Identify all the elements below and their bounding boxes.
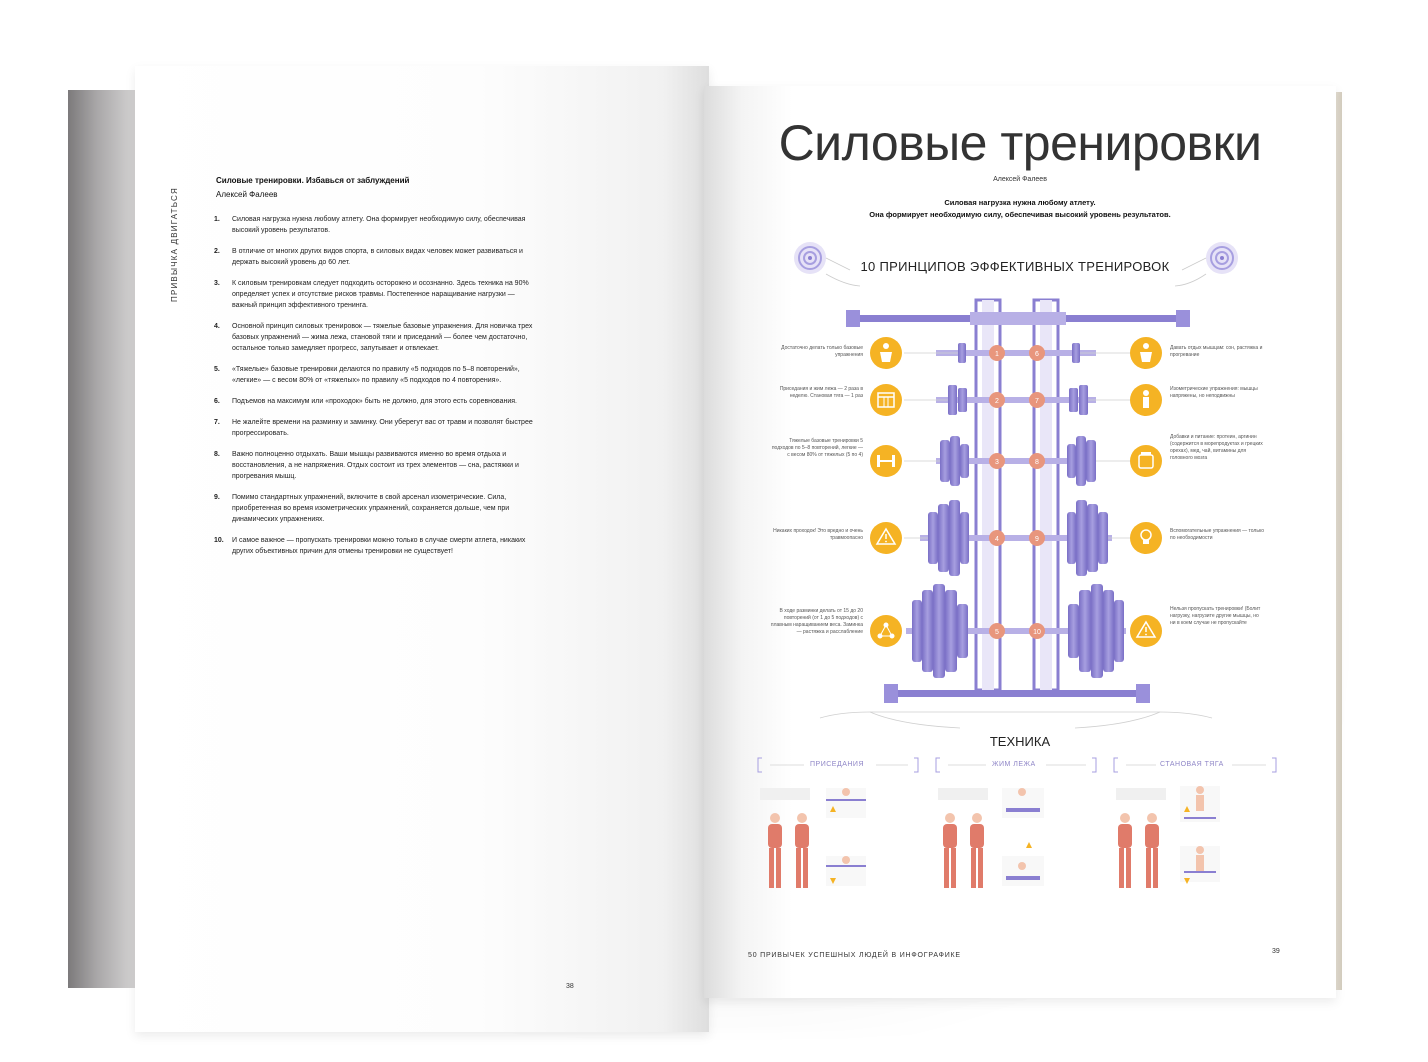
principle-note-10: Нельзя пропускать тренировки! (Болит наг… [1170, 606, 1261, 626]
technique-label-bench: ЖИМ ЛЕЖА [992, 761, 1036, 768]
list-item: 9.Помимо стандартных упражнений, включит… [214, 494, 510, 523]
right-page-number: 39 [1272, 948, 1280, 955]
technique-label-squats: ПРИСЕДАНИЯ [810, 761, 865, 768]
badge-number: 2 [995, 398, 999, 405]
technique-brackets [757, 757, 1277, 773]
principles-heading: 10 ПРИНЦИПОВ ЭФФЕКТИВНЫХ ТРЕНИРОВОК [860, 259, 1170, 274]
left-page-number: 38 [566, 983, 574, 990]
list-item: 3.К силовым тренировкам следует подходит… [214, 280, 529, 309]
principle-note-6: Давать отдых мышцам: сон, растяжка и про… [1170, 345, 1263, 358]
target-icon [1206, 242, 1238, 274]
squat-technique [760, 788, 866, 888]
principle-note-9: Вспомогательные упражнения — только по н… [1170, 528, 1264, 541]
left-page-author: Алексей Фалеев [216, 190, 278, 199]
barbell-row-3 [936, 436, 1096, 486]
warning-icon [1130, 615, 1162, 647]
right-page-subtitle: Силовая нагрузка нужна любому атлету. Он… [704, 197, 1336, 221]
badge-number: 5 [995, 629, 999, 636]
top-bar [846, 310, 1190, 327]
badge-number: 7 [1035, 398, 1039, 405]
list-item: 6.Подъемов на максимум или «проходок» бы… [214, 398, 517, 405]
principle-note-7: Изометрические упражнения: мышцы напряже… [1170, 386, 1258, 399]
list-item: 2.В отличие от многих других видов спорт… [214, 248, 523, 266]
right-page-author: Алексей Фалеев [993, 176, 1047, 183]
person-icon [870, 337, 902, 369]
technique-label-deadlift: СТАНОВАЯ ТЯГА [1160, 761, 1224, 768]
left-page-title: Силовые тренировки. Избавься от заблужде… [216, 176, 410, 185]
person-icon [1130, 337, 1162, 369]
principle-note-3: Тяжелые базовые тренировки 5 подходов по… [771, 438, 863, 458]
muscle-figure-back [970, 813, 984, 888]
badge-number: 6 [1035, 351, 1039, 358]
bench-press-technique [938, 788, 1044, 888]
list-item: 10.И самое важное — пропускать тренировк… [214, 537, 526, 555]
person-icon [1130, 384, 1162, 416]
right-page [704, 86, 1336, 998]
badge-number: 10 [1033, 629, 1041, 636]
barbell-row-5 [906, 584, 1126, 678]
badge-number: 1 [995, 351, 999, 358]
barbell-row-1 [936, 343, 1096, 363]
list-item: 4.Основной принцип силовых тренировок — … [214, 323, 533, 352]
technique-heading: ТЕХНИКА [989, 734, 1051, 749]
book-cover-edge-right [1334, 92, 1342, 990]
badge-number: 9 [1035, 536, 1039, 543]
connector-lines [819, 352, 1213, 729]
network-icon [870, 615, 902, 647]
number-labels: 1 6 2 7 3 8 4 9 5 10 [995, 351, 1041, 636]
principles-list: 1.Силовая нагрузка нужна любому атлету. … [214, 214, 534, 567]
warning-icon [870, 522, 902, 554]
badge-number: 4 [995, 536, 999, 543]
badge-number: 8 [1035, 459, 1039, 466]
list-item: 1.Силовая нагрузка нужна любому атлету. … [214, 216, 526, 234]
muscle-figure-front [943, 813, 957, 888]
list-item: 7.Не жалейте времени на разминку и замин… [214, 419, 533, 437]
barbell-row-2 [936, 385, 1096, 415]
principle-note-5: В ходе разминки делать от 15 до 20 повто… [770, 608, 863, 635]
number-badges [989, 345, 1045, 639]
right-page-footer: 50 ПРИВЫЧЕК УСПЕШНЫХ ЛЮДЕЙ В ИНФОГРАФИКЕ [748, 952, 961, 959]
principle-note-2: Приседания и жим лежа — 2 раза в неделю.… [779, 386, 863, 399]
dumbbell-icon [870, 445, 902, 477]
muscle-figure-back [795, 813, 809, 888]
subtitle-line-1: Силовая нагрузка нужна любому атлету. [944, 198, 1096, 207]
deadlift-technique [1116, 786, 1220, 888]
jar-icon [1130, 445, 1162, 477]
left-page [135, 66, 709, 1032]
principle-note-4: Никаких проходок! Это вредно и очень тра… [773, 528, 863, 541]
right-page-title: Силовые тренировки [778, 115, 1262, 171]
bottom-bar [884, 684, 1150, 703]
book-cover-edge-left [68, 90, 140, 988]
bulb-icon [1130, 522, 1162, 554]
list-item: 5.«Тяжелые» базовые тренировки делаются … [214, 366, 520, 384]
muscle-figure-front [768, 813, 782, 888]
muscle-figure-front [1118, 813, 1132, 888]
principle-note-1: Достаточно делать только базовые упражне… [781, 345, 863, 358]
subtitle-line-2: Она формирует необходимую силу, обеспечи… [869, 210, 1171, 219]
principle-note-8: Добавки и питание: протеин, аргинин (сод… [1170, 434, 1263, 461]
badge-number: 3 [995, 459, 999, 466]
calendar-icon [870, 384, 902, 416]
muscle-figure-back [1145, 813, 1159, 888]
target-icon [794, 242, 826, 274]
barbell-row-4 [920, 500, 1112, 576]
list-item: 8.Важно полноценно отдыхать. Ваши мышцы … [214, 451, 519, 480]
